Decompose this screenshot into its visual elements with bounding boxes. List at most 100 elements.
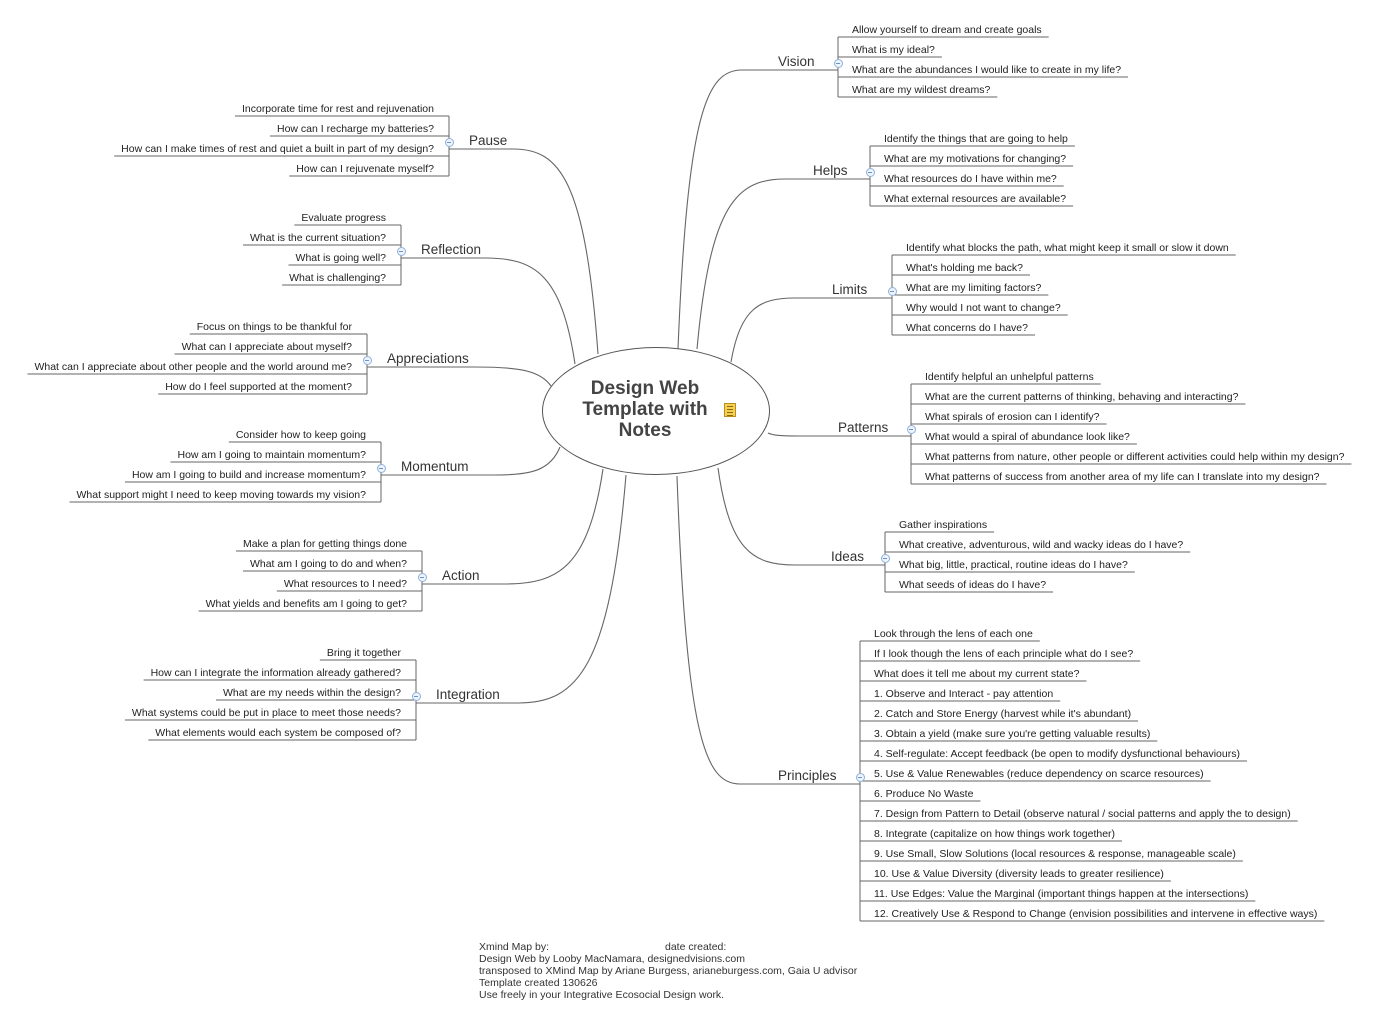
subtopic-principles[interactable]: 7. Design from Pattern to Detail (observ… bbox=[874, 808, 1291, 820]
subtopic-reflection[interactable]: Evaluate progress bbox=[301, 212, 386, 224]
subtopic-pause[interactable]: How can I recharge my batteries? bbox=[277, 123, 434, 135]
subtopic-appreciations[interactable]: Focus on things to be thankful for bbox=[196, 321, 352, 333]
collapse-helps-icon[interactable] bbox=[865, 168, 875, 177]
subtopic-principles[interactable]: 8. Integrate (capitalize on how things w… bbox=[874, 828, 1116, 840]
subtopic-integration[interactable]: How can I integrate the information alre… bbox=[150, 667, 401, 679]
subtopic-vision[interactable]: What is my ideal? bbox=[852, 44, 935, 56]
subtopic-principles[interactable]: 2. Catch and Store Energy (harvest while… bbox=[874, 708, 1132, 720]
subtopic-vision[interactable]: What are the abundances I would like to … bbox=[852, 64, 1122, 76]
collapse-principles-icon[interactable] bbox=[855, 773, 865, 782]
collapse-ideas-icon[interactable] bbox=[880, 554, 890, 563]
subtopic-principles[interactable]: Look through the lens of each one bbox=[874, 628, 1033, 640]
branch-integration[interactable]: Integration bbox=[436, 687, 500, 702]
collapse-patterns-icon[interactable] bbox=[906, 425, 916, 434]
subtopic-ideas[interactable]: What big, little, practical, routine ide… bbox=[899, 559, 1128, 571]
connector-line bbox=[494, 446, 561, 476]
subtopic-helps[interactable]: Identify the things that are going to he… bbox=[884, 133, 1068, 145]
subtopic-appreciations[interactable]: How do I feel supported at the moment? bbox=[165, 381, 352, 393]
collapse-momentum-icon[interactable] bbox=[376, 464, 386, 473]
branch-helps[interactable]: Helps bbox=[813, 163, 848, 178]
footer-line: date created: bbox=[665, 941, 727, 953]
subtopic-vision[interactable]: What are my wildest dreams? bbox=[852, 84, 991, 96]
connector-line bbox=[474, 366, 552, 387]
collapse-limits-icon[interactable] bbox=[887, 287, 897, 296]
subtopic-action[interactable]: Make a plan for getting things done bbox=[242, 538, 407, 550]
subtopic-reflection[interactable]: What is challenging? bbox=[289, 272, 386, 284]
subtopic-pause[interactable]: How can I rejuvenate myself? bbox=[296, 163, 434, 175]
subtopic-action[interactable]: What yields and benefits am I going to g… bbox=[205, 598, 407, 610]
subtopic-patterns[interactable]: What would a spiral of abundance look li… bbox=[925, 431, 1130, 443]
collapse-vision-icon[interactable] bbox=[833, 59, 843, 68]
subtopic-momentum[interactable]: What support might I need to keep moving… bbox=[76, 489, 366, 501]
subtopic-principles[interactable]: 12. Creatively Use & Respond to Change (… bbox=[874, 908, 1318, 920]
branch-limits[interactable]: Limits bbox=[832, 282, 868, 297]
subtopic-principles[interactable]: 6. Produce No Waste bbox=[874, 788, 974, 800]
subtopic-vision[interactable]: Allow yourself to dream and create goals bbox=[852, 24, 1042, 36]
branch-action[interactable]: Action bbox=[442, 568, 480, 583]
collapse-appreciations-icon[interactable] bbox=[362, 356, 372, 365]
subtopic-action[interactable]: What resources to I need? bbox=[283, 578, 407, 590]
subtopic-principles[interactable]: 10. Use & Value Diversity (diversity lea… bbox=[874, 868, 1164, 880]
subtopic-limits[interactable]: What's holding me back? bbox=[906, 262, 1023, 274]
subtopic-principles[interactable]: What does it tell me about my current st… bbox=[874, 668, 1080, 680]
footer-line: transposed to XMind Map by Ariane Burges… bbox=[479, 965, 858, 977]
footer-line: Template created 130626 bbox=[479, 977, 598, 989]
central-title-line: Notes bbox=[618, 420, 672, 441]
subtopic-helps[interactable]: What external resources are available? bbox=[884, 193, 1067, 205]
subtopic-momentum[interactable]: How am I going to build and increase mom… bbox=[131, 469, 366, 481]
subtopic-principles[interactable]: 3. Obtain a yield (make sure you're gett… bbox=[874, 728, 1151, 740]
subtopic-patterns[interactable]: What spirals of erosion can I identify? bbox=[925, 411, 1100, 423]
subtopic-integration[interactable]: What are my needs within the design? bbox=[222, 687, 401, 699]
subtopic-appreciations[interactable]: What can I appreciate about myself? bbox=[181, 341, 352, 353]
subtopic-principles[interactable]: If I look though the lens of each princi… bbox=[874, 648, 1134, 660]
footer-line: Xmind Map by: bbox=[479, 941, 550, 953]
subtopic-appreciations[interactable]: What can I appreciate about other people… bbox=[34, 361, 352, 373]
subtopic-patterns[interactable]: What are the current patterns of thinkin… bbox=[925, 391, 1239, 403]
subtopic-momentum[interactable]: Consider how to keep going bbox=[235, 429, 366, 441]
subtopic-limits[interactable]: What concerns do I have? bbox=[906, 322, 1028, 334]
subtopic-pause[interactable]: How can I make times of rest and quiet a… bbox=[121, 143, 434, 155]
subtopic-reflection[interactable]: What is going well? bbox=[295, 252, 386, 264]
subtopic-ideas[interactable]: What creative, adventurous, wild and wac… bbox=[899, 539, 1184, 551]
branch-momentum[interactable]: Momentum bbox=[401, 459, 469, 474]
subtopic-ideas[interactable]: Gather inspirations bbox=[899, 519, 988, 531]
footer-line: Use freely in your Integrative Ecosocial… bbox=[479, 989, 725, 1001]
branch-vision[interactable]: Vision bbox=[778, 54, 815, 69]
subtopic-patterns[interactable]: Identify helpful an unhelpful patterns bbox=[925, 371, 1094, 383]
subtopic-helps[interactable]: What resources do I have within me? bbox=[884, 173, 1057, 185]
branch-pause[interactable]: Pause bbox=[469, 133, 508, 148]
subtopic-limits[interactable]: Why would I not want to change? bbox=[906, 302, 1061, 314]
subtopic-action[interactable]: What am I going to do and when? bbox=[249, 558, 407, 570]
subtopic-principles[interactable]: 11. Use Edges: Value the Marginal (impor… bbox=[874, 888, 1249, 900]
subtopic-limits[interactable]: Identify what blocks the path, what migh… bbox=[906, 242, 1229, 254]
subtopic-reflection[interactable]: What is the current situation? bbox=[250, 232, 386, 244]
connector-line bbox=[730, 297, 796, 363]
subtopic-integration[interactable]: What systems could be put in place to me… bbox=[131, 707, 401, 719]
subtopic-integration[interactable]: What elements would each system be compo… bbox=[155, 727, 401, 739]
subtopic-integration[interactable]: Bring it together bbox=[326, 647, 401, 659]
connector-line bbox=[517, 474, 627, 704]
subtopic-pause[interactable]: Incorporate time for rest and rejuvenati… bbox=[241, 103, 434, 115]
subtopic-momentum[interactable]: How am I going to maintain momentum? bbox=[177, 449, 366, 461]
subtopic-helps[interactable]: What are my motivations for changing? bbox=[884, 153, 1067, 165]
subtopic-patterns[interactable]: What patterns of success from another ar… bbox=[925, 471, 1320, 483]
subtopic-principles[interactable]: 9. Use Small, Slow Solutions (local reso… bbox=[874, 848, 1236, 860]
branch-appreciations[interactable]: Appreciations bbox=[387, 351, 469, 366]
note-icon[interactable] bbox=[724, 403, 736, 417]
collapse-integration-icon[interactable] bbox=[411, 692, 421, 701]
collapse-pause-icon[interactable] bbox=[444, 138, 454, 147]
subtopic-principles[interactable]: 4. Self-regulate: Accept feedback (be op… bbox=[874, 748, 1240, 760]
central-title-line: Design Web bbox=[590, 378, 700, 399]
subtopic-ideas[interactable]: What seeds of ideas do I have? bbox=[899, 579, 1047, 591]
branch-reflection[interactable]: Reflection bbox=[421, 242, 482, 257]
subtopic-principles[interactable]: 1. Observe and Interact - pay attention bbox=[874, 688, 1054, 700]
collapse-action-icon[interactable] bbox=[417, 573, 427, 582]
subtopic-patterns[interactable]: What patterns from nature, other people … bbox=[925, 451, 1345, 463]
branch-patterns[interactable]: Patterns bbox=[838, 420, 889, 435]
connector-line bbox=[696, 178, 786, 350]
subtopic-limits[interactable]: What are my limiting factors? bbox=[906, 282, 1042, 294]
collapse-reflection-icon[interactable] bbox=[396, 247, 406, 256]
subtopic-principles[interactable]: 5. Use & Value Renewables (reduce depend… bbox=[874, 768, 1204, 780]
branch-principles[interactable]: Principles bbox=[778, 768, 837, 783]
branch-ideas[interactable]: Ideas bbox=[831, 549, 865, 564]
